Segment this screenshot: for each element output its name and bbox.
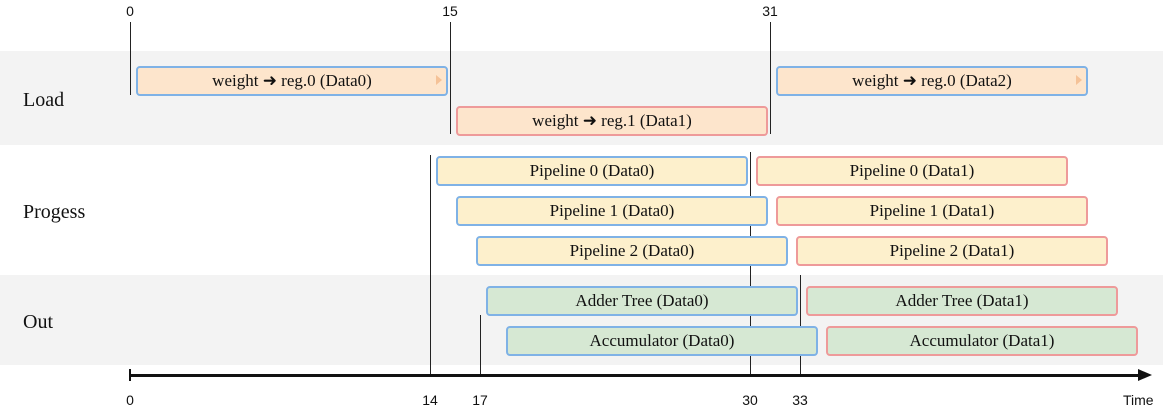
bottom-marker-label: 0 xyxy=(126,392,134,408)
task-bar-label: weight ➜ reg.1 (Data1) xyxy=(532,111,692,130)
task-bar: Pipeline 1 (Data1) xyxy=(776,196,1088,226)
task-bar-label: Accumulator (Data1) xyxy=(909,331,1055,350)
task-bar-label: Pipeline 0 (Data1) xyxy=(849,161,975,180)
task-bar-label: Pipeline 2 (Data1) xyxy=(889,241,1015,260)
task-bar-label: Pipeline 0 (Data0) xyxy=(529,161,655,180)
time-axis-line xyxy=(129,374,1140,377)
task-bar: weight ➜ reg.0 (Data0) xyxy=(136,66,448,96)
time-axis-arrowhead xyxy=(1138,369,1152,381)
task-bar-label: Pipeline 1 (Data1) xyxy=(869,201,995,220)
task-bar-label: Adder Tree (Data1) xyxy=(895,291,1029,310)
bottom-marker-label: 17 xyxy=(472,392,488,408)
lane-label-load: Load xyxy=(23,89,65,111)
bottom-marker-label: 30 xyxy=(742,392,758,408)
marker-line xyxy=(430,155,431,374)
task-bar: Pipeline 2 (Data1) xyxy=(796,236,1108,266)
top-marker-label: 15 xyxy=(442,3,458,19)
task-bar: Accumulator (Data1) xyxy=(826,326,1138,356)
bottom-marker-label: 14 xyxy=(422,392,438,408)
lane-label-out: Out xyxy=(23,311,53,333)
task-bar-label: Pipeline 2 (Data0) xyxy=(569,241,695,260)
task-bar: Pipeline 0 (Data1) xyxy=(756,156,1068,186)
task-bar: Adder Tree (Data0) xyxy=(486,286,798,316)
task-bar-label: weight ➜ reg.0 (Data0) xyxy=(212,71,372,90)
task-bar-label: Accumulator (Data0) xyxy=(589,331,735,350)
task-bar-label: Pipeline 1 (Data0) xyxy=(549,201,675,220)
marker-line xyxy=(450,22,451,134)
task-bar: Accumulator (Data0) xyxy=(506,326,818,356)
task-bar: Adder Tree (Data1) xyxy=(806,286,1118,316)
task-bar-label: weight ➜ reg.0 (Data2) xyxy=(852,71,1012,90)
marker-line xyxy=(800,275,801,374)
arrow-tip-icon xyxy=(436,75,442,85)
marker-line xyxy=(130,22,131,95)
task-bar: weight ➜ reg.1 (Data1) xyxy=(456,106,768,136)
bottom-marker-label: 33 xyxy=(792,392,808,408)
time-axis-title: Time xyxy=(1123,392,1154,408)
top-marker-label: 31 xyxy=(762,3,778,19)
lane-label-progress: Progess xyxy=(23,201,86,223)
arrow-tip-icon xyxy=(1076,75,1082,85)
task-bar: weight ➜ reg.0 (Data2) xyxy=(776,66,1088,96)
task-bar: Pipeline 2 (Data0) xyxy=(476,236,788,266)
marker-line xyxy=(480,315,481,374)
task-bar: Pipeline 1 (Data0) xyxy=(456,196,768,226)
marker-line xyxy=(770,22,771,134)
task-bar-label: Adder Tree (Data0) xyxy=(575,291,709,310)
task-bar: Pipeline 0 (Data0) xyxy=(436,156,748,186)
top-marker-label: 0 xyxy=(126,3,134,19)
